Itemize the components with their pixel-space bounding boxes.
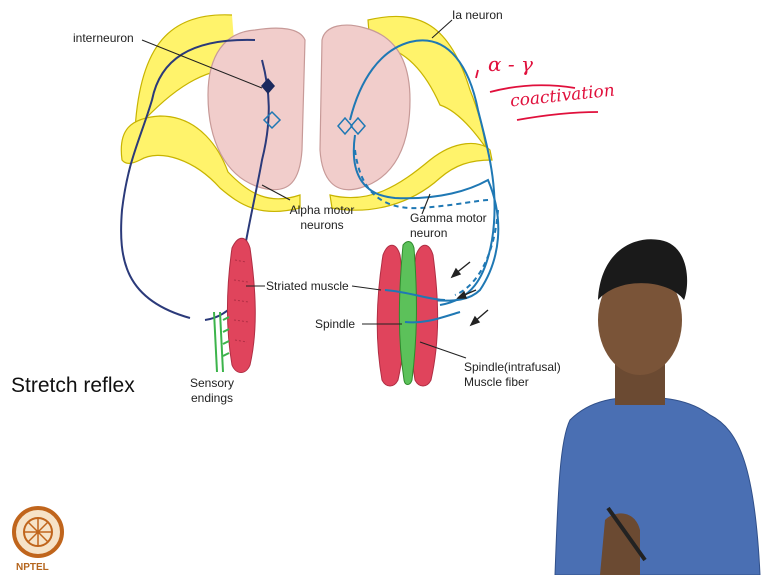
nptel-logo-text: NPTEL: [16, 562, 49, 573]
diagram-title: Stretch reflex: [11, 374, 135, 398]
presenter-figure: [555, 239, 760, 575]
label-alpha-motor-line1: Alpha motor: [282, 203, 362, 218]
label-spindle: Spindle: [315, 317, 355, 332]
label-ia-neuron: Ia neuron: [452, 8, 503, 23]
annotation-alpha-gamma: α - γ: [488, 52, 533, 76]
label-gamma-motor-line1: Gamma motor: [410, 211, 487, 226]
left-striated-muscle: [228, 238, 256, 372]
spinal-cord-right-half: [320, 25, 410, 190]
label-sensory-line1: Sensory: [182, 376, 242, 391]
nptel-logo: [14, 508, 62, 556]
label-intrafusal-line2: Muscle fiber: [464, 375, 561, 390]
intrafusal-spindle: [399, 242, 416, 385]
label-alpha-motor: Alpha motor neurons: [282, 203, 362, 233]
label-sensory-line2: endings: [182, 391, 242, 406]
label-alpha-motor-line2: neurons: [282, 218, 362, 233]
label-sensory-endings: Sensory endings: [182, 376, 242, 406]
label-intrafusal: Spindle(intrafusal) Muscle fiber: [464, 360, 561, 390]
sensory-endings: [214, 312, 229, 372]
label-striated-muscle: Striated muscle: [266, 279, 349, 294]
label-gamma-motor: Gamma motor neuron: [410, 211, 487, 241]
label-gamma-motor-line2: neuron: [410, 226, 487, 241]
label-interneuron: interneuron: [73, 31, 134, 46]
label-intrafusal-line1: Spindle(intrafusal): [464, 360, 561, 375]
